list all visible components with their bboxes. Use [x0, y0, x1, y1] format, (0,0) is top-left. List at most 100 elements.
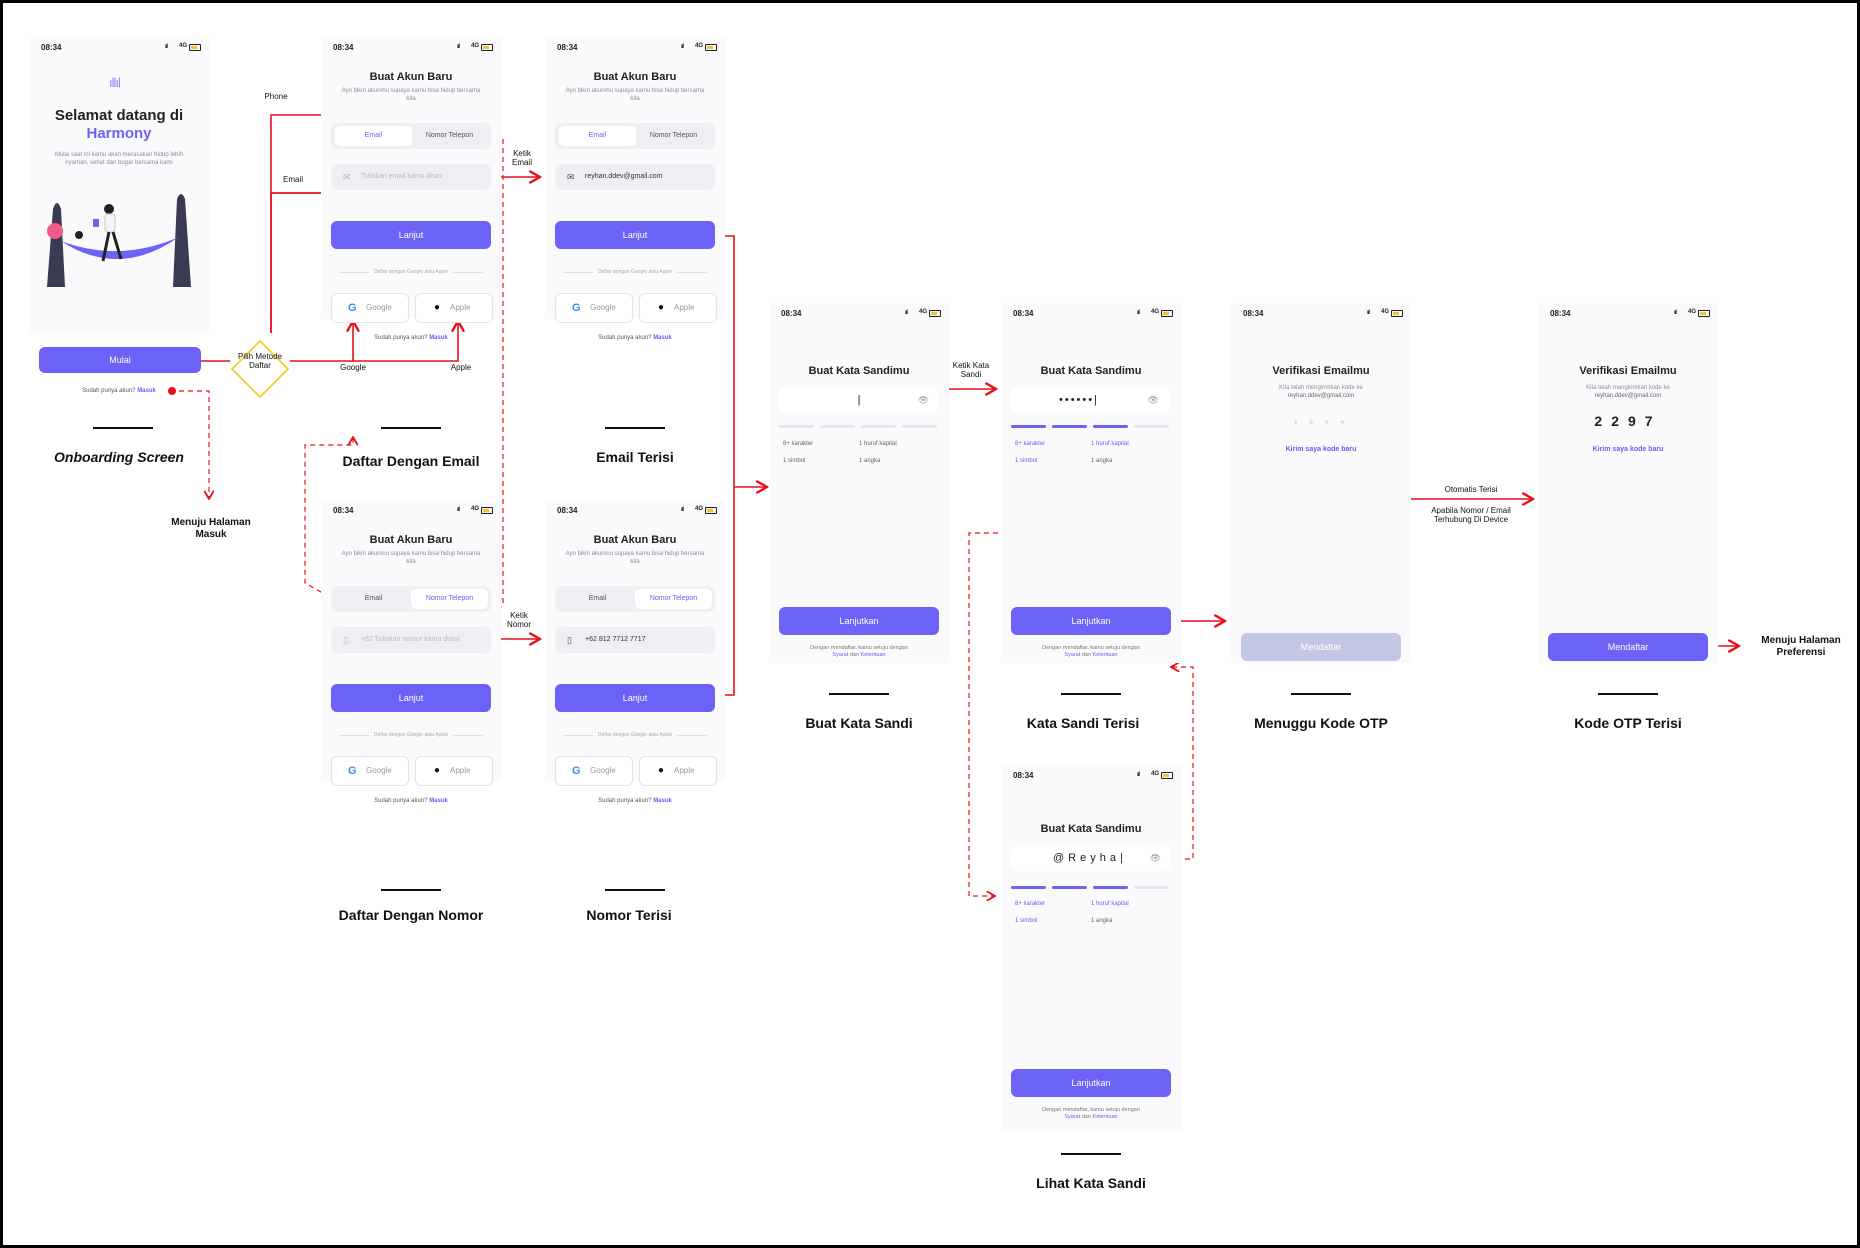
otp-code-empty[interactable]: • • • • [1293, 415, 1349, 429]
apple-icon: ● [434, 302, 441, 313]
lanjut-button[interactable]: Lanjut [331, 221, 491, 249]
phone-input[interactable]: ▯+62 812 7712 7717 [555, 627, 715, 653]
label-ketik-email: Ketik Email [511, 149, 532, 167]
lanjutkan-button[interactable]: Lanjutkan [1011, 607, 1171, 635]
connector-masuk-dashed [179, 390, 209, 499]
req-uppercase: 1 huruf kapital [1091, 441, 1129, 447]
mendaftar-button[interactable]: Mendaftar [1548, 633, 1708, 661]
register-subtitle: Ayo bikin akunmu supaya kamu bisa hidup … [565, 551, 705, 565]
login-link[interactable]: Masuk [429, 335, 448, 341]
apple-icon: ● [434, 765, 441, 776]
tab-phone[interactable]: Nomor Telepon [425, 132, 474, 139]
harmony-logo-icon: ıllıl [109, 75, 121, 90]
login-link[interactable]: Masuk [653, 798, 672, 804]
tab-email[interactable]: Email [588, 595, 607, 602]
req-symbol: 1 simbol [783, 458, 806, 464]
social-divider: Daftar dengan Google atau Apple [331, 269, 491, 275]
onboarding-login-link[interactable]: Masuk [137, 388, 156, 394]
note-menuju-masuk: Menuju Halaman Masuk [171, 517, 251, 540]
tab-phone[interactable]: Nomor Telepon [635, 589, 712, 609]
password-input[interactable]: |👁 [779, 387, 939, 413]
home-indicator [1061, 1153, 1121, 1155]
eye-icon[interactable]: 👁 [1149, 853, 1161, 863]
register-tabs: Email Nomor Telepon [555, 123, 715, 149]
register-already: Sudah punya akun? Masuk [374, 335, 448, 341]
resend-link[interactable]: Kirim saya kode baru [1285, 446, 1357, 453]
onboarding-brand: Harmony [86, 125, 152, 142]
register-title: Buat Akun Baru [593, 71, 677, 83]
eye-icon[interactable]: 👁 [1147, 395, 1161, 405]
tab-email[interactable]: Email [559, 126, 636, 146]
conditions-link[interactable]: Ketentuan [1092, 1114, 1118, 1120]
social-divider: Daftar dengan Google atau Apple [555, 269, 715, 275]
apple-icon: ● [658, 302, 665, 313]
caption-daftar-email: Daftar Dengan Email [342, 453, 480, 469]
google-icon: G [572, 765, 581, 777]
tab-phone[interactable]: Nomor Telepon [411, 589, 488, 609]
register-tabs: Email Nomor Telepon [555, 586, 715, 612]
conditions-link[interactable]: Ketentuan [1092, 652, 1118, 658]
login-link[interactable]: Masuk [653, 335, 672, 341]
otp-email: reyhan.ddev@gmail.com [1287, 393, 1355, 399]
apple-icon: ● [658, 765, 665, 776]
login-link[interactable]: Masuk [429, 798, 448, 804]
terms-link[interactable]: Syarat [1064, 1114, 1081, 1120]
phone-input[interactable]: ▯+62 Tuliskan nomor kamu disini [331, 627, 491, 653]
eye-icon[interactable]: 👁 [917, 395, 929, 405]
register-title: Buat Akun Baru [369, 534, 453, 546]
caption-buat-sandi: Buat Kata Sandi [805, 715, 913, 731]
otp-title: Verifikasi Emailmu [1579, 365, 1677, 377]
apple-button[interactable]: ●Apple [415, 293, 493, 323]
caption-email-terisi: Email Terisi [596, 449, 674, 465]
lanjut-button[interactable]: Lanjut [555, 684, 715, 712]
decision-diamond [230, 339, 290, 399]
onboarding-already: Sudah punya akun? Masuk [82, 388, 156, 394]
register-already: Sudah punya akun? Masuk [598, 335, 672, 341]
req-symbol: 1 simbol [1015, 458, 1038, 464]
apple-button[interactable]: ●Apple [639, 756, 717, 786]
label-apabila: Apabila Nomor / Email Terhubung Di Devic… [1431, 506, 1511, 524]
social-divider: Daftar dengan Google atau Apple [555, 732, 715, 738]
hammock-illustration [47, 194, 191, 287]
apple-button[interactable]: ●Apple [415, 756, 493, 786]
password-input[interactable]: ••••••|👁 [1011, 387, 1171, 413]
lanjut-button[interactable]: Lanjut [555, 221, 715, 249]
tab-phone[interactable]: Nomor Telepon [649, 132, 698, 139]
email-input[interactable]: ✉Tuliskan email kamu disini [331, 164, 491, 190]
apple-button[interactable]: ●Apple [639, 293, 717, 323]
resend-link[interactable]: Kirim saya kode baru [1592, 446, 1664, 453]
home-indicator [93, 427, 153, 429]
terms-link[interactable]: Syarat [832, 652, 849, 658]
tab-email[interactable]: Email [335, 126, 412, 146]
lanjut-button[interactable]: Lanjut [331, 684, 491, 712]
lanjutkan-button[interactable]: Lanjutkan [779, 607, 939, 635]
terms-link[interactable]: Syarat [1064, 652, 1081, 658]
register-tabs: Email Nomor Telepon [331, 586, 491, 612]
password-title: Buat Kata Sandimu [808, 365, 910, 377]
mulai-button[interactable]: Mulai [39, 347, 201, 373]
email-input[interactable]: ✉reyhan.ddev@gmail.com [555, 164, 715, 190]
password-input[interactable]: @Reyha|👁 [1011, 845, 1171, 871]
req-symbol: 1 simbol [1015, 918, 1038, 924]
mendaftar-button-disabled[interactable]: Mendaftar [1241, 633, 1401, 661]
flow-canvas: Pilih Metode Daftar Phone Email Google A… [3, 3, 1857, 1245]
home-indicator [605, 889, 665, 891]
home-indicator [381, 889, 441, 891]
otp-code[interactable]: 2297 [1594, 413, 1662, 429]
register-already: Sudah punya akun? Masuk [598, 798, 672, 804]
tab-email[interactable]: Email [364, 595, 383, 602]
connector-apple [290, 321, 458, 362]
register-subtitle: Ayo bikin akunmu supaya kamu bisa hidup … [341, 88, 481, 102]
google-icon: G [572, 302, 581, 314]
social-divider: Daftar dengan Google atau Apple [331, 732, 491, 738]
conditions-link[interactable]: Ketentuan [860, 652, 886, 658]
lanjutkan-button[interactable]: Lanjutkan [1011, 1069, 1171, 1097]
